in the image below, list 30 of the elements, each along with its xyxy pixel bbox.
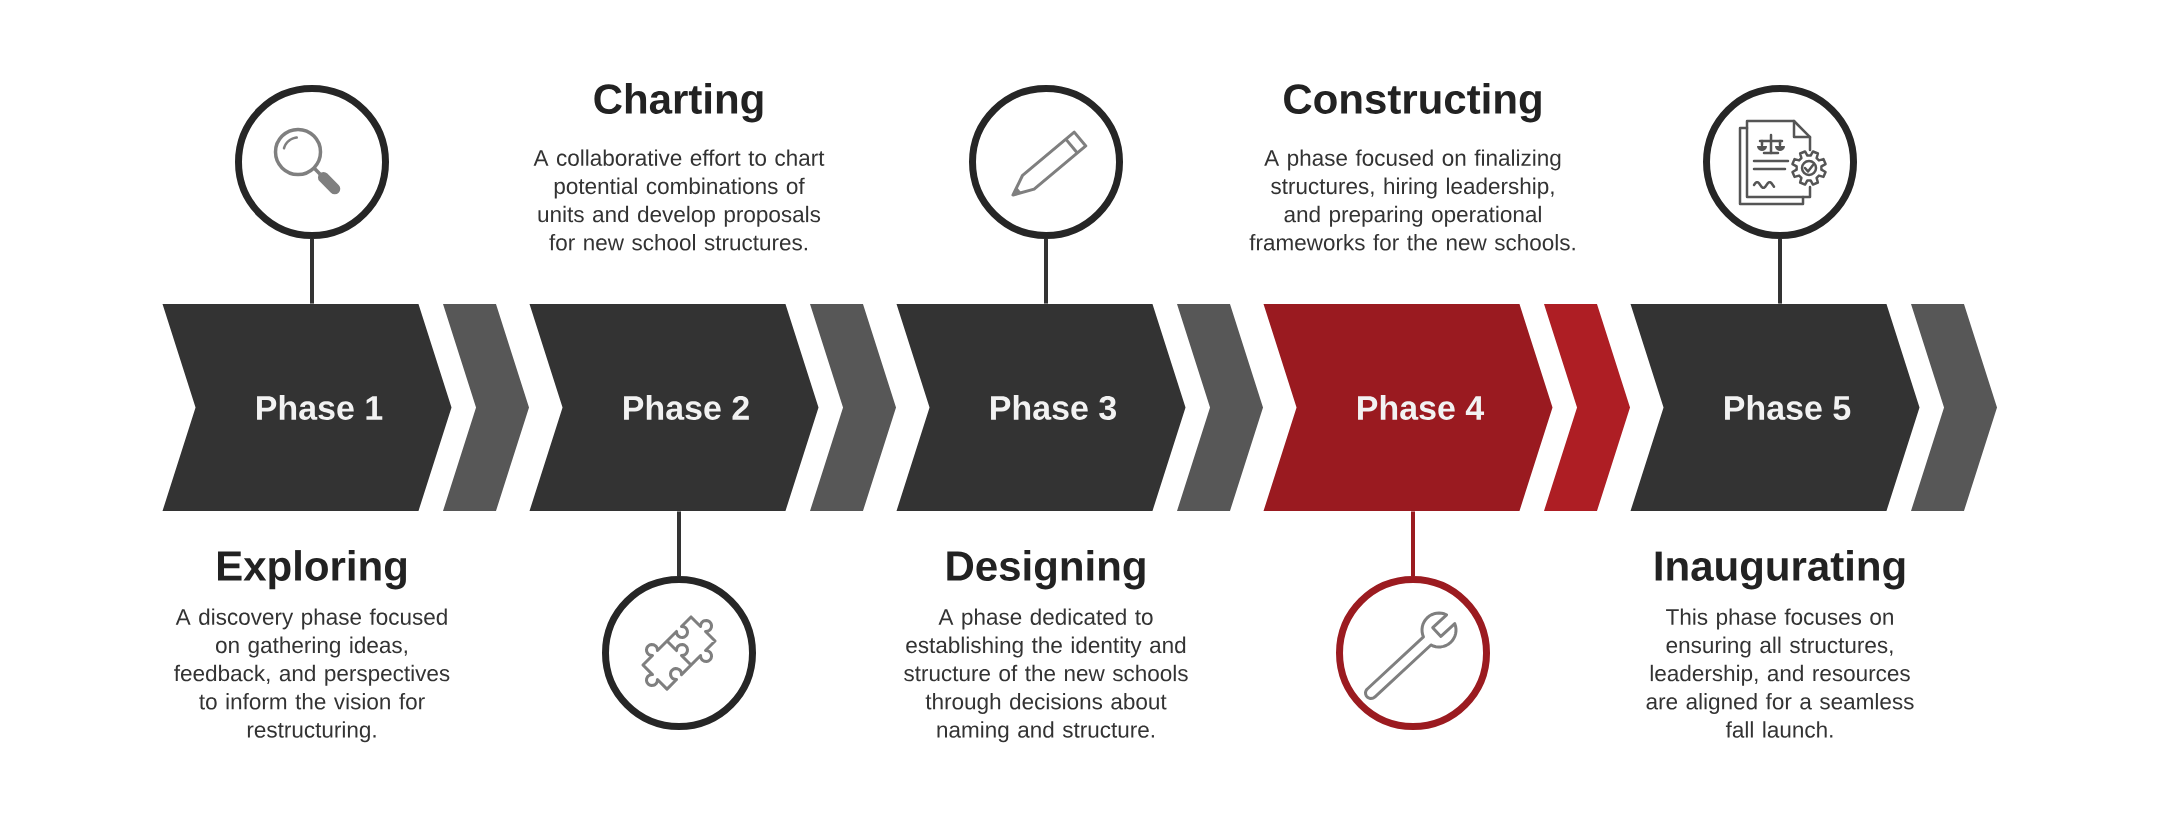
phase-description: A collaborative effort to chart potential combinations of units and develop proposals for new school structures. [533, 149, 825, 251]
phase-description: A phase focused on finalizing structures, hiring leadership, and preparing operational frameworks for the new schools. [1249, 149, 1575, 251]
phase-heading: Inaugurating [1655, 550, 1905, 590]
icon-circle [1336, 576, 1490, 730]
phase-block: Phase 5 [1630, 304, 1920, 511]
phase-heading: Charting [594, 83, 763, 123]
phase-description: A discovery phase focused on gathering ideas, feedback, and perspectives to inform the vision for restructuring. [174, 608, 450, 743]
chevron-arrow [1911, 304, 1997, 511]
chevron-arrow [443, 304, 529, 511]
icon-circle [1703, 85, 1857, 239]
chevron-arrow [810, 304, 896, 511]
connector-line [1778, 239, 1782, 304]
phase-description: This phase focuses on ensuring all structures, leadership, and resources are aligned for a seamless fall launch. [1646, 608, 1914, 738]
connector-line [1044, 239, 1048, 304]
phase-description: A phase dedicated to establishing the identity and structure of the new schools through decisions about naming and structure. [904, 608, 1188, 743]
icon-circle [969, 85, 1123, 239]
phase-heading: Exploring [218, 550, 407, 590]
connector-line [310, 239, 314, 304]
phase-block: Phase 4 [1263, 304, 1553, 511]
connector-line [677, 511, 681, 576]
connector-line [1411, 511, 1415, 576]
phase-block: Phase 2 [529, 304, 819, 511]
phase-heading: Designing [947, 550, 1145, 590]
icon-circle [235, 85, 389, 239]
icon-circle [602, 576, 756, 730]
phase-heading: Constructing [1284, 83, 1541, 123]
chevron-arrow [1177, 304, 1263, 511]
phase-block: Phase 1 [162, 304, 452, 511]
phase-block: Phase 3 [896, 304, 1186, 511]
chevron-arrow [1544, 304, 1630, 511]
